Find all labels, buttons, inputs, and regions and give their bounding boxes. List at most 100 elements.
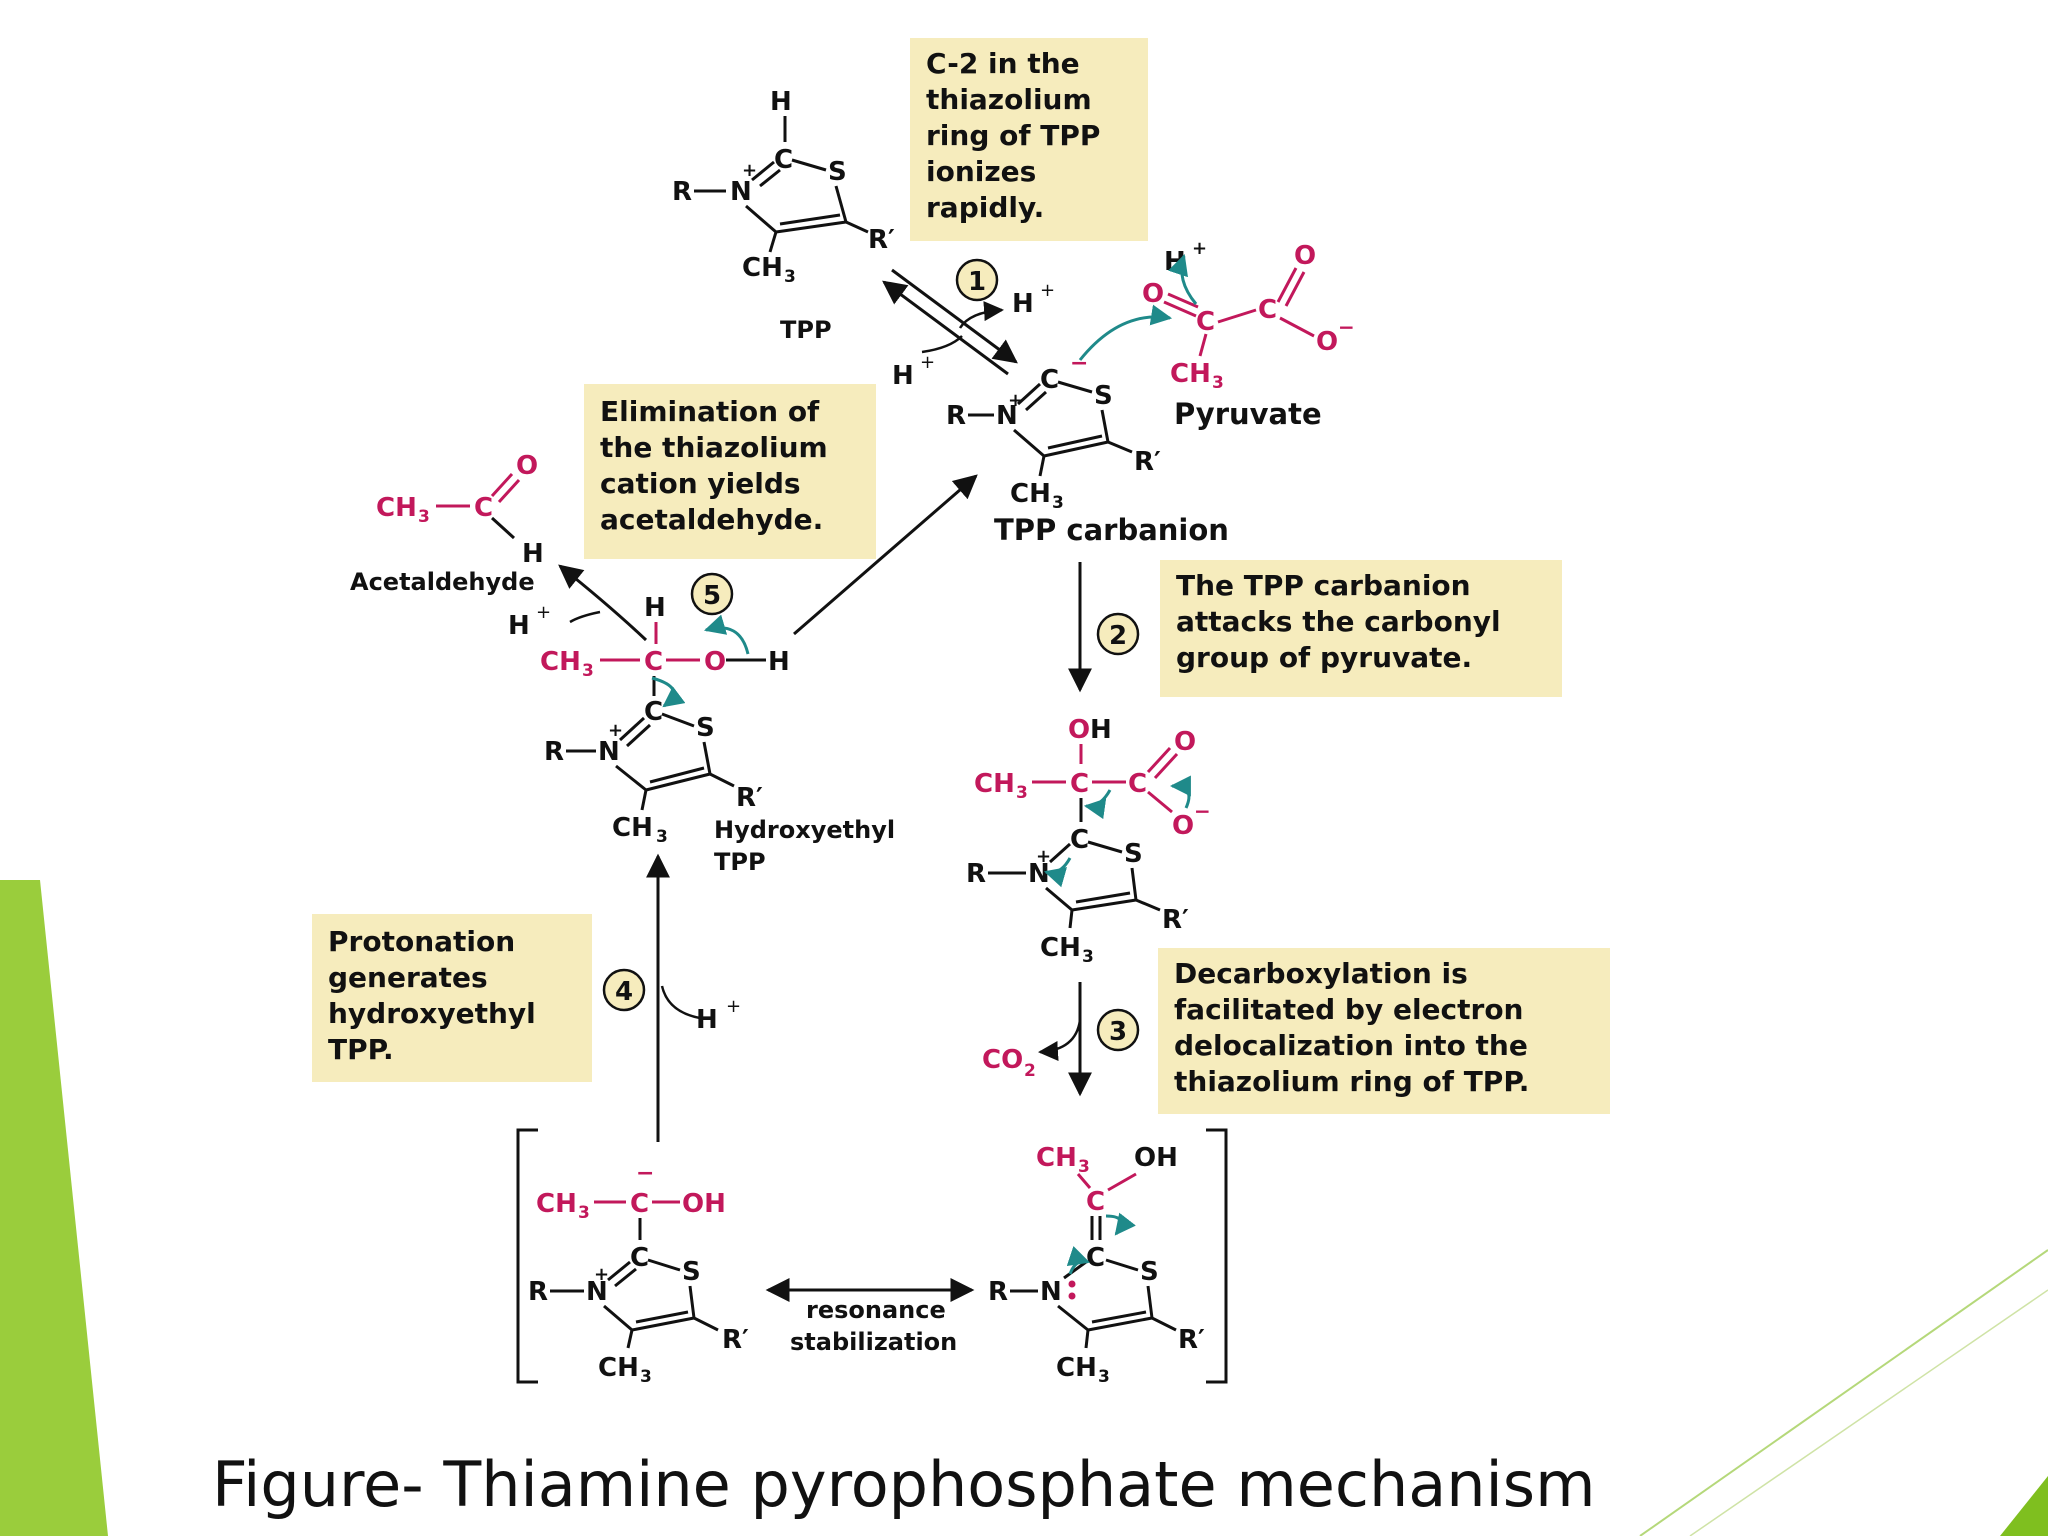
atom-n: N	[1040, 1277, 1062, 1307]
co2-release-arrow	[1038, 1019, 1082, 1061]
atom-n: N	[730, 177, 752, 207]
decor-line	[1639, 1249, 2048, 1536]
figure-caption: Figure- Thiamine pyrophosphate mechanism	[212, 1448, 1596, 1521]
step-number: 4	[615, 977, 633, 1007]
subscript-3: 3	[1052, 493, 1064, 513]
resonance-bracket	[516, 1128, 1228, 1384]
h-plus: H	[1012, 289, 1034, 319]
callout-line: attacks the carbonyl	[1176, 605, 1501, 638]
curved-arrow	[1066, 1246, 1090, 1275]
callout-line: C-2 in the	[926, 47, 1080, 80]
methyl-ch: CH	[974, 769, 1015, 799]
charge-plus: +	[742, 160, 757, 181]
subscript-3: 3	[784, 267, 796, 287]
methyl-ch: CH	[376, 493, 417, 523]
label-tpp: TPP	[780, 316, 832, 344]
charge-plus: +	[594, 1264, 609, 1285]
atom-c: C	[630, 1189, 649, 1219]
charge-plus: +	[1040, 280, 1055, 301]
callout-carbanion-attack: The TPP carbanion attacks the carbonyl g…	[1160, 560, 1562, 697]
molecule-pyruvate: O C C O O − CH 3 H + Pyruvate	[1142, 238, 1355, 431]
molecule-tpp: H C + S R N R′ CH 3 TPP	[672, 87, 895, 344]
methyl-ch: CH	[1010, 479, 1051, 509]
atom-n: N	[598, 737, 620, 767]
callout-line: ring of TPP	[926, 119, 1101, 152]
label-hydroxyethyl: Hydroxyethyl	[714, 816, 895, 844]
atom-oh: OH	[682, 1189, 726, 1219]
subscript-3: 3	[578, 1203, 590, 1223]
callout-protonation: Protonation generates hydroxyethyl TPP.	[312, 914, 592, 1082]
atom-c: C	[1196, 307, 1215, 337]
atom-r-prime: R′	[736, 783, 763, 813]
callout-decarboxylation: Decarboxylation is facilitated by electr…	[1158, 948, 1610, 1114]
molecule-acetaldehyde: CH 3 C O H Acetaldehyde	[350, 451, 544, 596]
step-number: 3	[1109, 1017, 1127, 1047]
step-number-badge	[690, 572, 734, 616]
atom-r: R	[966, 859, 986, 889]
acetaldehyde-release-arrow	[558, 564, 648, 642]
molecule-hydroxyethyl-tpp: H CH 3 C O H C + S R N R′	[540, 593, 895, 876]
charge-plus: +	[726, 996, 741, 1017]
atom-r: R	[988, 1277, 1008, 1307]
label-tpp-carbanion: TPP carbanion	[994, 513, 1229, 547]
atom-s: S	[696, 713, 715, 743]
charge-plus: +	[1192, 238, 1207, 259]
molecule-pyruvate-adduct: O H CH 3 C C O O − C + S R N	[966, 715, 1211, 967]
charge-minus: −	[1194, 799, 1211, 823]
atom-r: R	[672, 177, 692, 207]
molecule-carbanion-resonance-left: CH 3 C − OH C + S R N R′ CH 3	[528, 1161, 749, 1387]
subscript-3: 3	[656, 827, 668, 847]
atom-c: C	[644, 697, 663, 727]
charge-minus: −	[636, 1161, 654, 1186]
atom-o: O	[1174, 727, 1196, 757]
atom-s: S	[682, 1257, 701, 1287]
step-number: 1	[968, 267, 986, 297]
callout-line: hydroxyethyl	[328, 997, 536, 1030]
label-co2: CO	[982, 1045, 1023, 1075]
curved-arrow	[1083, 789, 1112, 820]
atom-s: S	[1094, 381, 1113, 411]
methyl-ch: CH	[536, 1189, 577, 1219]
atom-h: H	[522, 539, 544, 569]
callout-line: thiazolium	[926, 83, 1092, 116]
subscript-3: 3	[418, 507, 430, 527]
decor-line	[1689, 1289, 2048, 1536]
atom-c: C	[644, 647, 663, 677]
atom-n: N	[1028, 859, 1050, 889]
callout-line: rapidly.	[926, 191, 1045, 224]
atom-s: S	[828, 157, 847, 187]
charge-minus: −	[1338, 315, 1355, 339]
atom-o: O	[516, 451, 538, 481]
callout-elimination: Elimination of the thiazolium cation yie…	[584, 384, 876, 559]
atom-c: C	[630, 1243, 649, 1273]
atom-h: H	[1090, 715, 1112, 745]
charge-plus: +	[920, 352, 935, 373]
atom-c: C	[1086, 1243, 1105, 1273]
atom-c: C	[1040, 365, 1059, 395]
callout-line: group of pyruvate.	[1176, 641, 1473, 674]
atom-c: C	[474, 493, 493, 523]
callout-line: generates	[328, 961, 488, 994]
callout-line: ionizes	[926, 155, 1037, 188]
atom-c: C	[1258, 295, 1277, 325]
atom-o-minus: O	[1172, 811, 1194, 841]
methyl-ch: CH	[1040, 933, 1081, 963]
subscript-2: 2	[1024, 1061, 1036, 1081]
atom-o: O	[1294, 241, 1316, 271]
step-number: 5	[703, 581, 721, 611]
green-accent-shape	[0, 880, 108, 1536]
callout-line: Protonation	[328, 925, 516, 958]
callout-line: the thiazolium	[600, 431, 828, 464]
methyl-ch: CH	[1170, 359, 1211, 389]
curved-arrow	[651, 676, 686, 708]
atom-r: R	[946, 401, 966, 431]
curved-arrow	[1105, 1212, 1136, 1236]
subscript-3: 3	[1212, 373, 1224, 393]
charge-plus: +	[1008, 390, 1023, 411]
atom-s: S	[1140, 1257, 1159, 1287]
subscript-3: 3	[640, 1367, 652, 1387]
step-1-equilibrium: 1 H + H +	[882, 258, 1055, 391]
